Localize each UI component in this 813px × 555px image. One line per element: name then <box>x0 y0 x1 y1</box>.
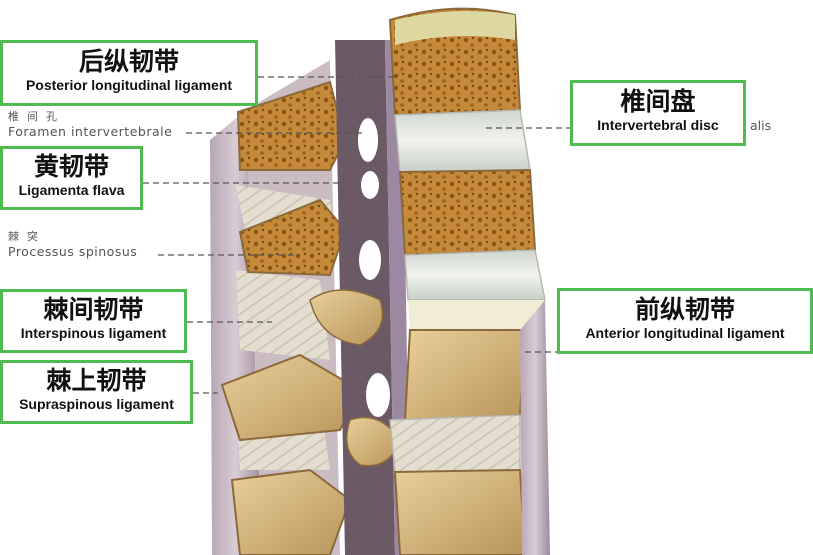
endplate-lower <box>408 300 545 330</box>
articular-process-1 <box>309 289 384 346</box>
anterior-longitudinal-ligament-shape <box>520 300 550 555</box>
partial-text-alis: alis <box>750 118 772 133</box>
label-en: Anterior longitudinal ligament <box>585 325 785 341</box>
label-zh: 棘上韧带 <box>46 366 147 395</box>
label-processus-spinosus: 棘突 Processus spinosus <box>8 230 137 260</box>
vertebral-body-3 <box>403 329 527 422</box>
vertebral-body-2 <box>398 168 537 257</box>
label-zh: 椎间盘 <box>620 87 696 116</box>
leader-lines <box>143 76 570 394</box>
small-label-zh: 棘突 <box>8 230 46 243</box>
intervertebral-disc-3 <box>389 414 521 473</box>
label-anterior-longitudinal-ligament: 前纵韧带 Anterior longitudinal ligament <box>557 288 813 354</box>
label-en: Ligamenta flava <box>18 182 125 198</box>
label-foramen-intervertebrale: 椎间孔 Foramen intervertebrale <box>8 110 172 140</box>
small-label-zh: 椎间孔 <box>8 110 65 123</box>
vertebral-endplate-top <box>395 11 515 45</box>
vertebral-body-4 <box>393 468 527 555</box>
label-zh: 黄韧带 <box>33 152 109 181</box>
label-posterior-longitudinal-ligament: 后纵韧带 Posterior longitudinal ligament <box>0 40 258 106</box>
articular-process-2 <box>345 416 401 467</box>
small-label-en: Foramen intervertebrale <box>8 124 173 139</box>
interspinous-region-middle <box>236 270 330 360</box>
label-en: Intervertebral disc <box>597 117 719 133</box>
label-en: Posterior longitudinal ligament <box>25 77 233 93</box>
spinous-process-middle <box>238 198 347 277</box>
foramen-hole-4 <box>366 373 390 417</box>
label-interspinous-ligament: 棘间韧带 Interspinous ligament <box>0 289 187 353</box>
intervertebral-disc-1 <box>394 109 531 173</box>
label-en: Supraspinous ligament <box>19 396 174 412</box>
label-ligamenta-flava: 黄韧带 Ligamenta flava <box>0 146 143 210</box>
foramen-hole-3 <box>359 240 381 280</box>
label-intervertebral-disc: 椎间盘 Intervertebral disc <box>570 80 746 146</box>
label-zh: 后纵韧带 <box>78 47 179 76</box>
spinous-process-bottom <box>230 468 352 555</box>
foramen-hole-1 <box>358 118 378 162</box>
label-zh: 前纵韧带 <box>634 295 735 324</box>
label-zh: 棘间韧带 <box>43 295 144 324</box>
label-supraspinous-ligament: 棘上韧带 Supraspinous ligament <box>0 360 193 424</box>
label-en: Interspinous ligament <box>20 325 167 341</box>
intervertebral-disc-2 <box>404 249 546 301</box>
foramen-hole-2 <box>361 171 379 199</box>
small-label-en: Processus spinosus <box>8 244 138 259</box>
